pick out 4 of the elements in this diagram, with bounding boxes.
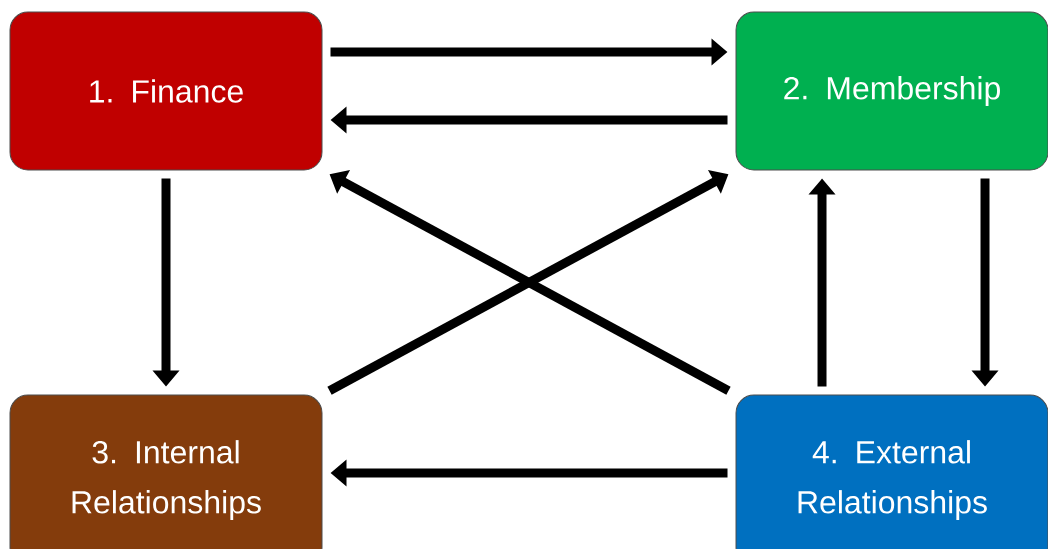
process-box: 2. Membership: [735, 11, 1048, 171]
process-box: 4. External Relationships: [735, 394, 1048, 549]
process-box: 1. Finance: [9, 11, 323, 171]
process-box: 3. Internal Relationships: [9, 394, 323, 549]
